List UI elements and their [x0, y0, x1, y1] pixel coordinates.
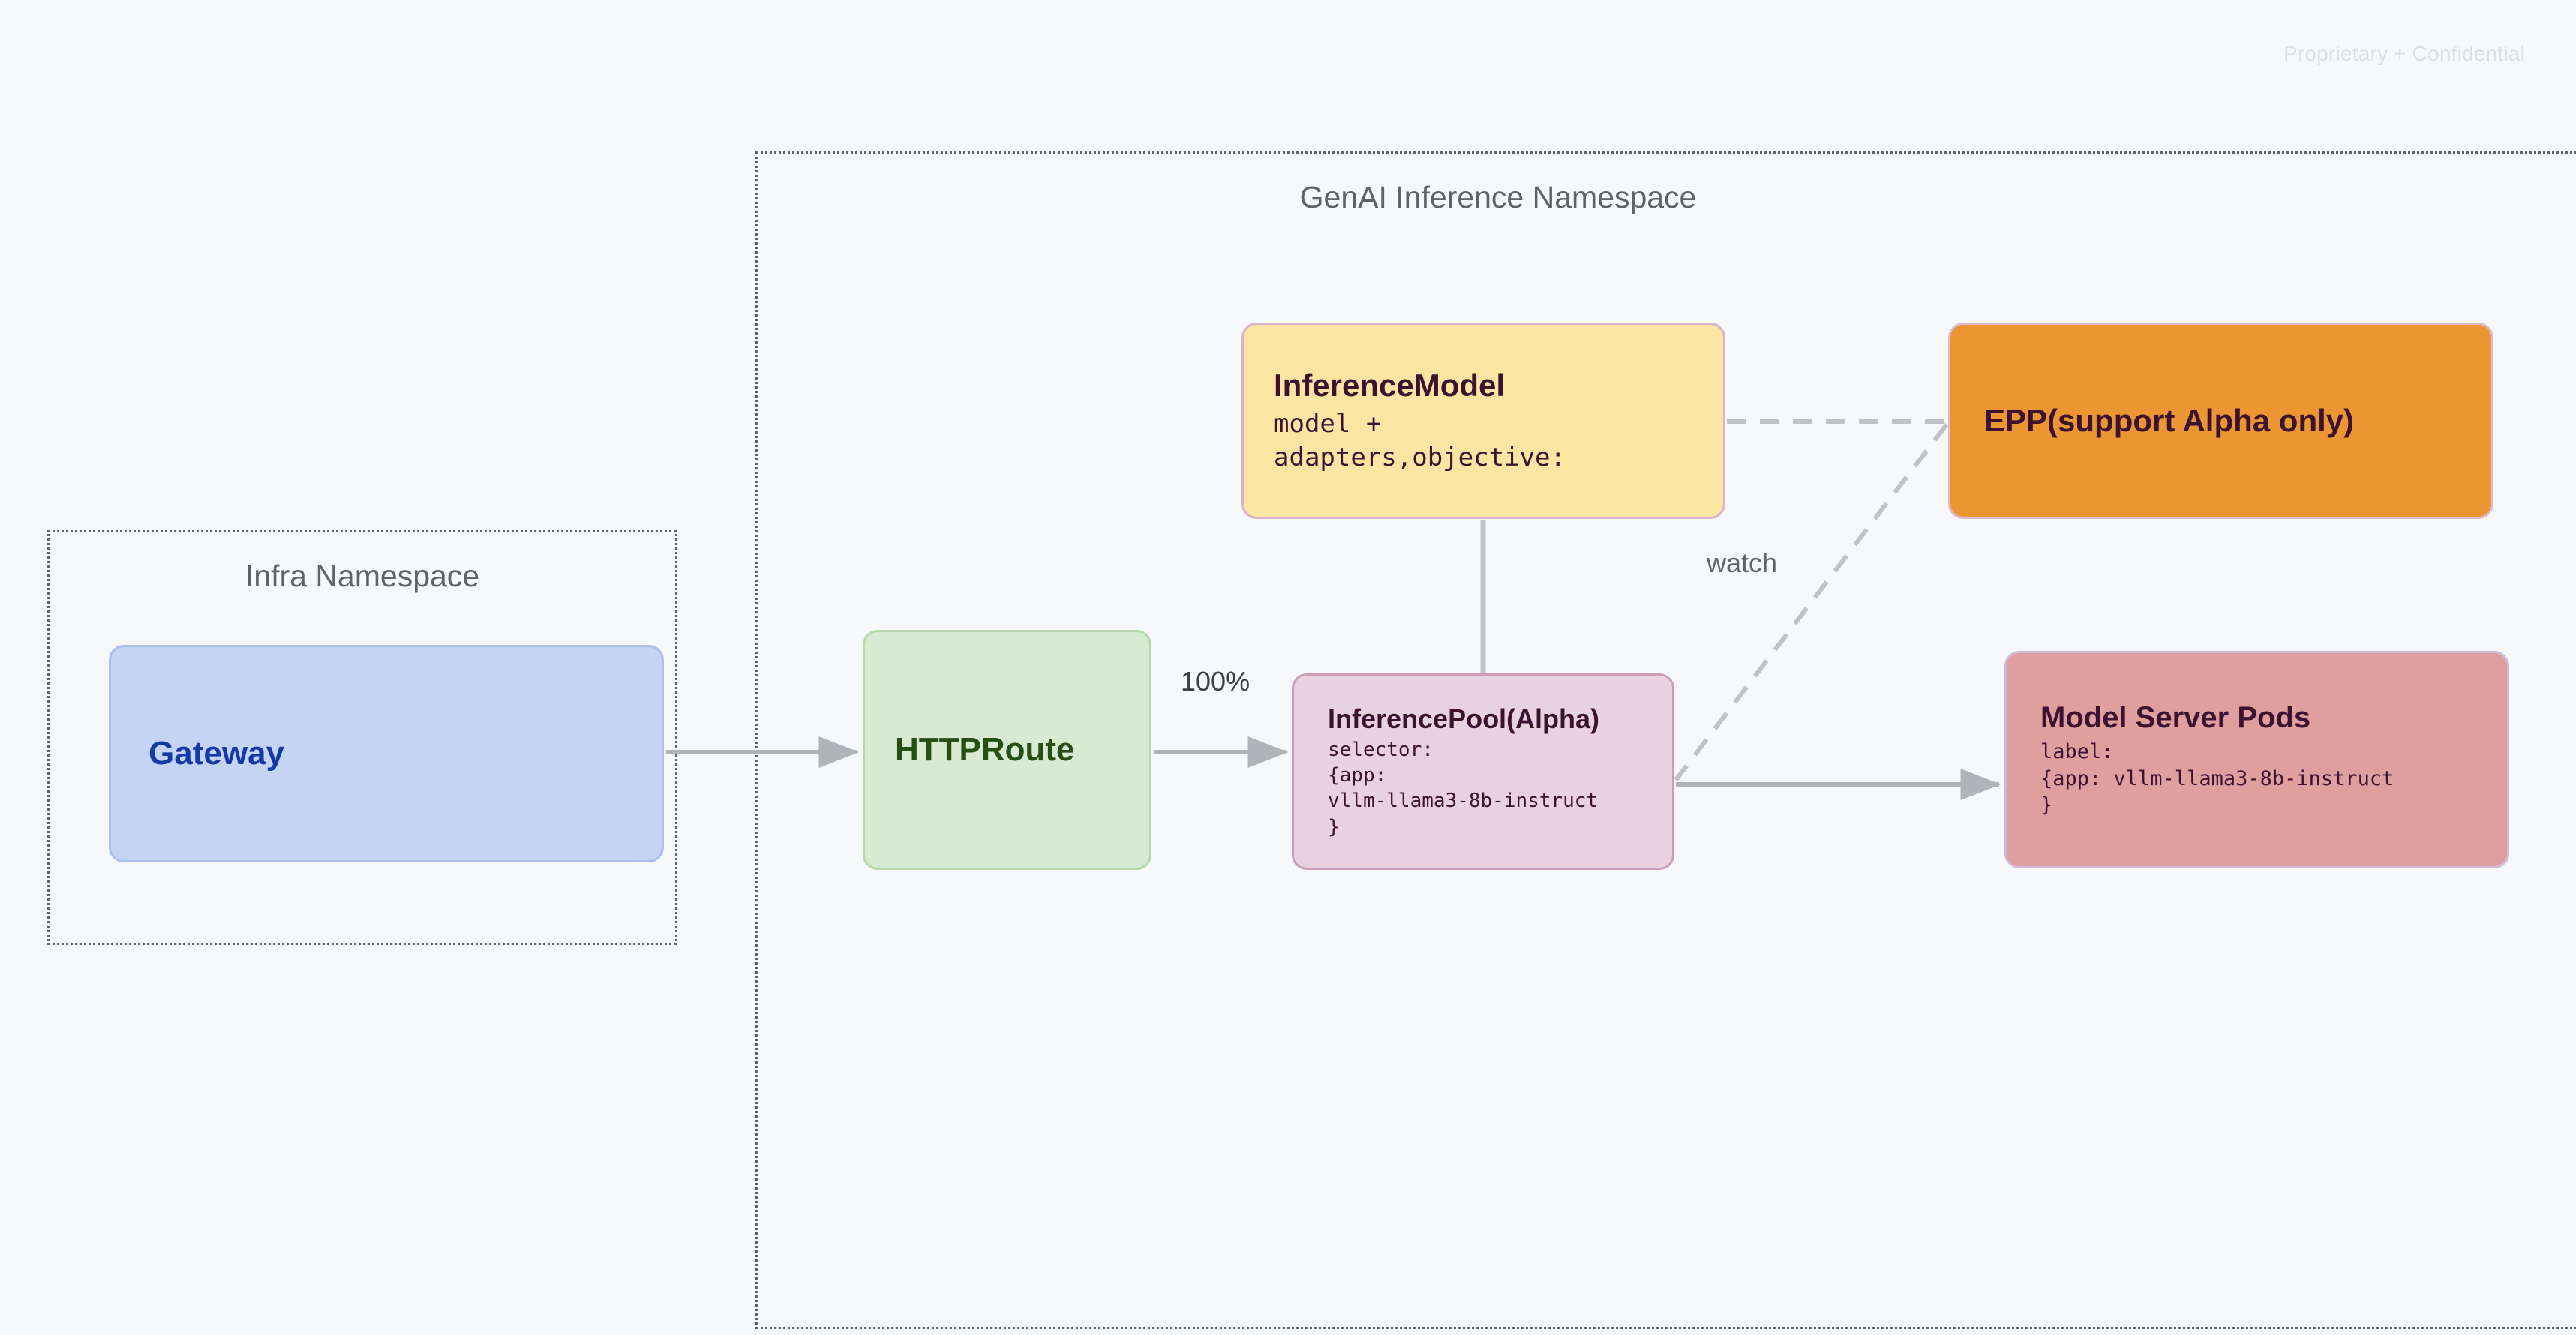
node-httproute-title: HTTPRoute [895, 731, 1075, 769]
node-modelserverpods[interactable]: Model Server Pods label: {app: vllm-llam… [2004, 651, 2509, 868]
node-epp-title: EPP(support Alpha only) [1984, 403, 2355, 439]
edge-label-watch: watch [1707, 548, 1778, 578]
node-inferencepool-title: InferencePool(Alpha) [1328, 704, 1600, 735]
node-httproute[interactable]: HTTPRoute [863, 630, 1151, 870]
namespace-genai-title: GenAI Inference Namespace [1299, 180, 1697, 214]
node-modelserverpods-subtitle: label: {app: vllm-llama3-8b-instruct } [2040, 740, 2394, 818]
node-inferencemodel-title: InferenceModel [1274, 368, 1506, 404]
node-inferencemodel[interactable]: InferenceModel model + adapters,objectiv… [1241, 322, 1725, 519]
node-inferencepool[interactable]: InferencePool(Alpha) selector: {app: vll… [1292, 674, 1674, 870]
node-modelserverpods-title: Model Server Pods [2040, 700, 2311, 734]
edge-label-traffic-weight: 100% [1181, 666, 1250, 697]
node-gateway-title: Gateway [149, 735, 284, 772]
node-inferencemodel-subtitle: model + adapters,objective: [1274, 408, 1566, 472]
node-gateway[interactable]: Gateway [109, 645, 664, 862]
node-epp[interactable]: EPP(support Alpha only) [1948, 322, 2493, 519]
confidential-notice: Proprietary + Confidential [2283, 42, 2525, 65]
node-inferencepool-subtitle: selector: {app: vllm-llama3-8b-instruct … [1328, 738, 1599, 838]
namespace-genai [755, 152, 2576, 1329]
namespace-infra [47, 530, 677, 945]
namespace-infra-title: Infra Namespace [245, 559, 480, 593]
